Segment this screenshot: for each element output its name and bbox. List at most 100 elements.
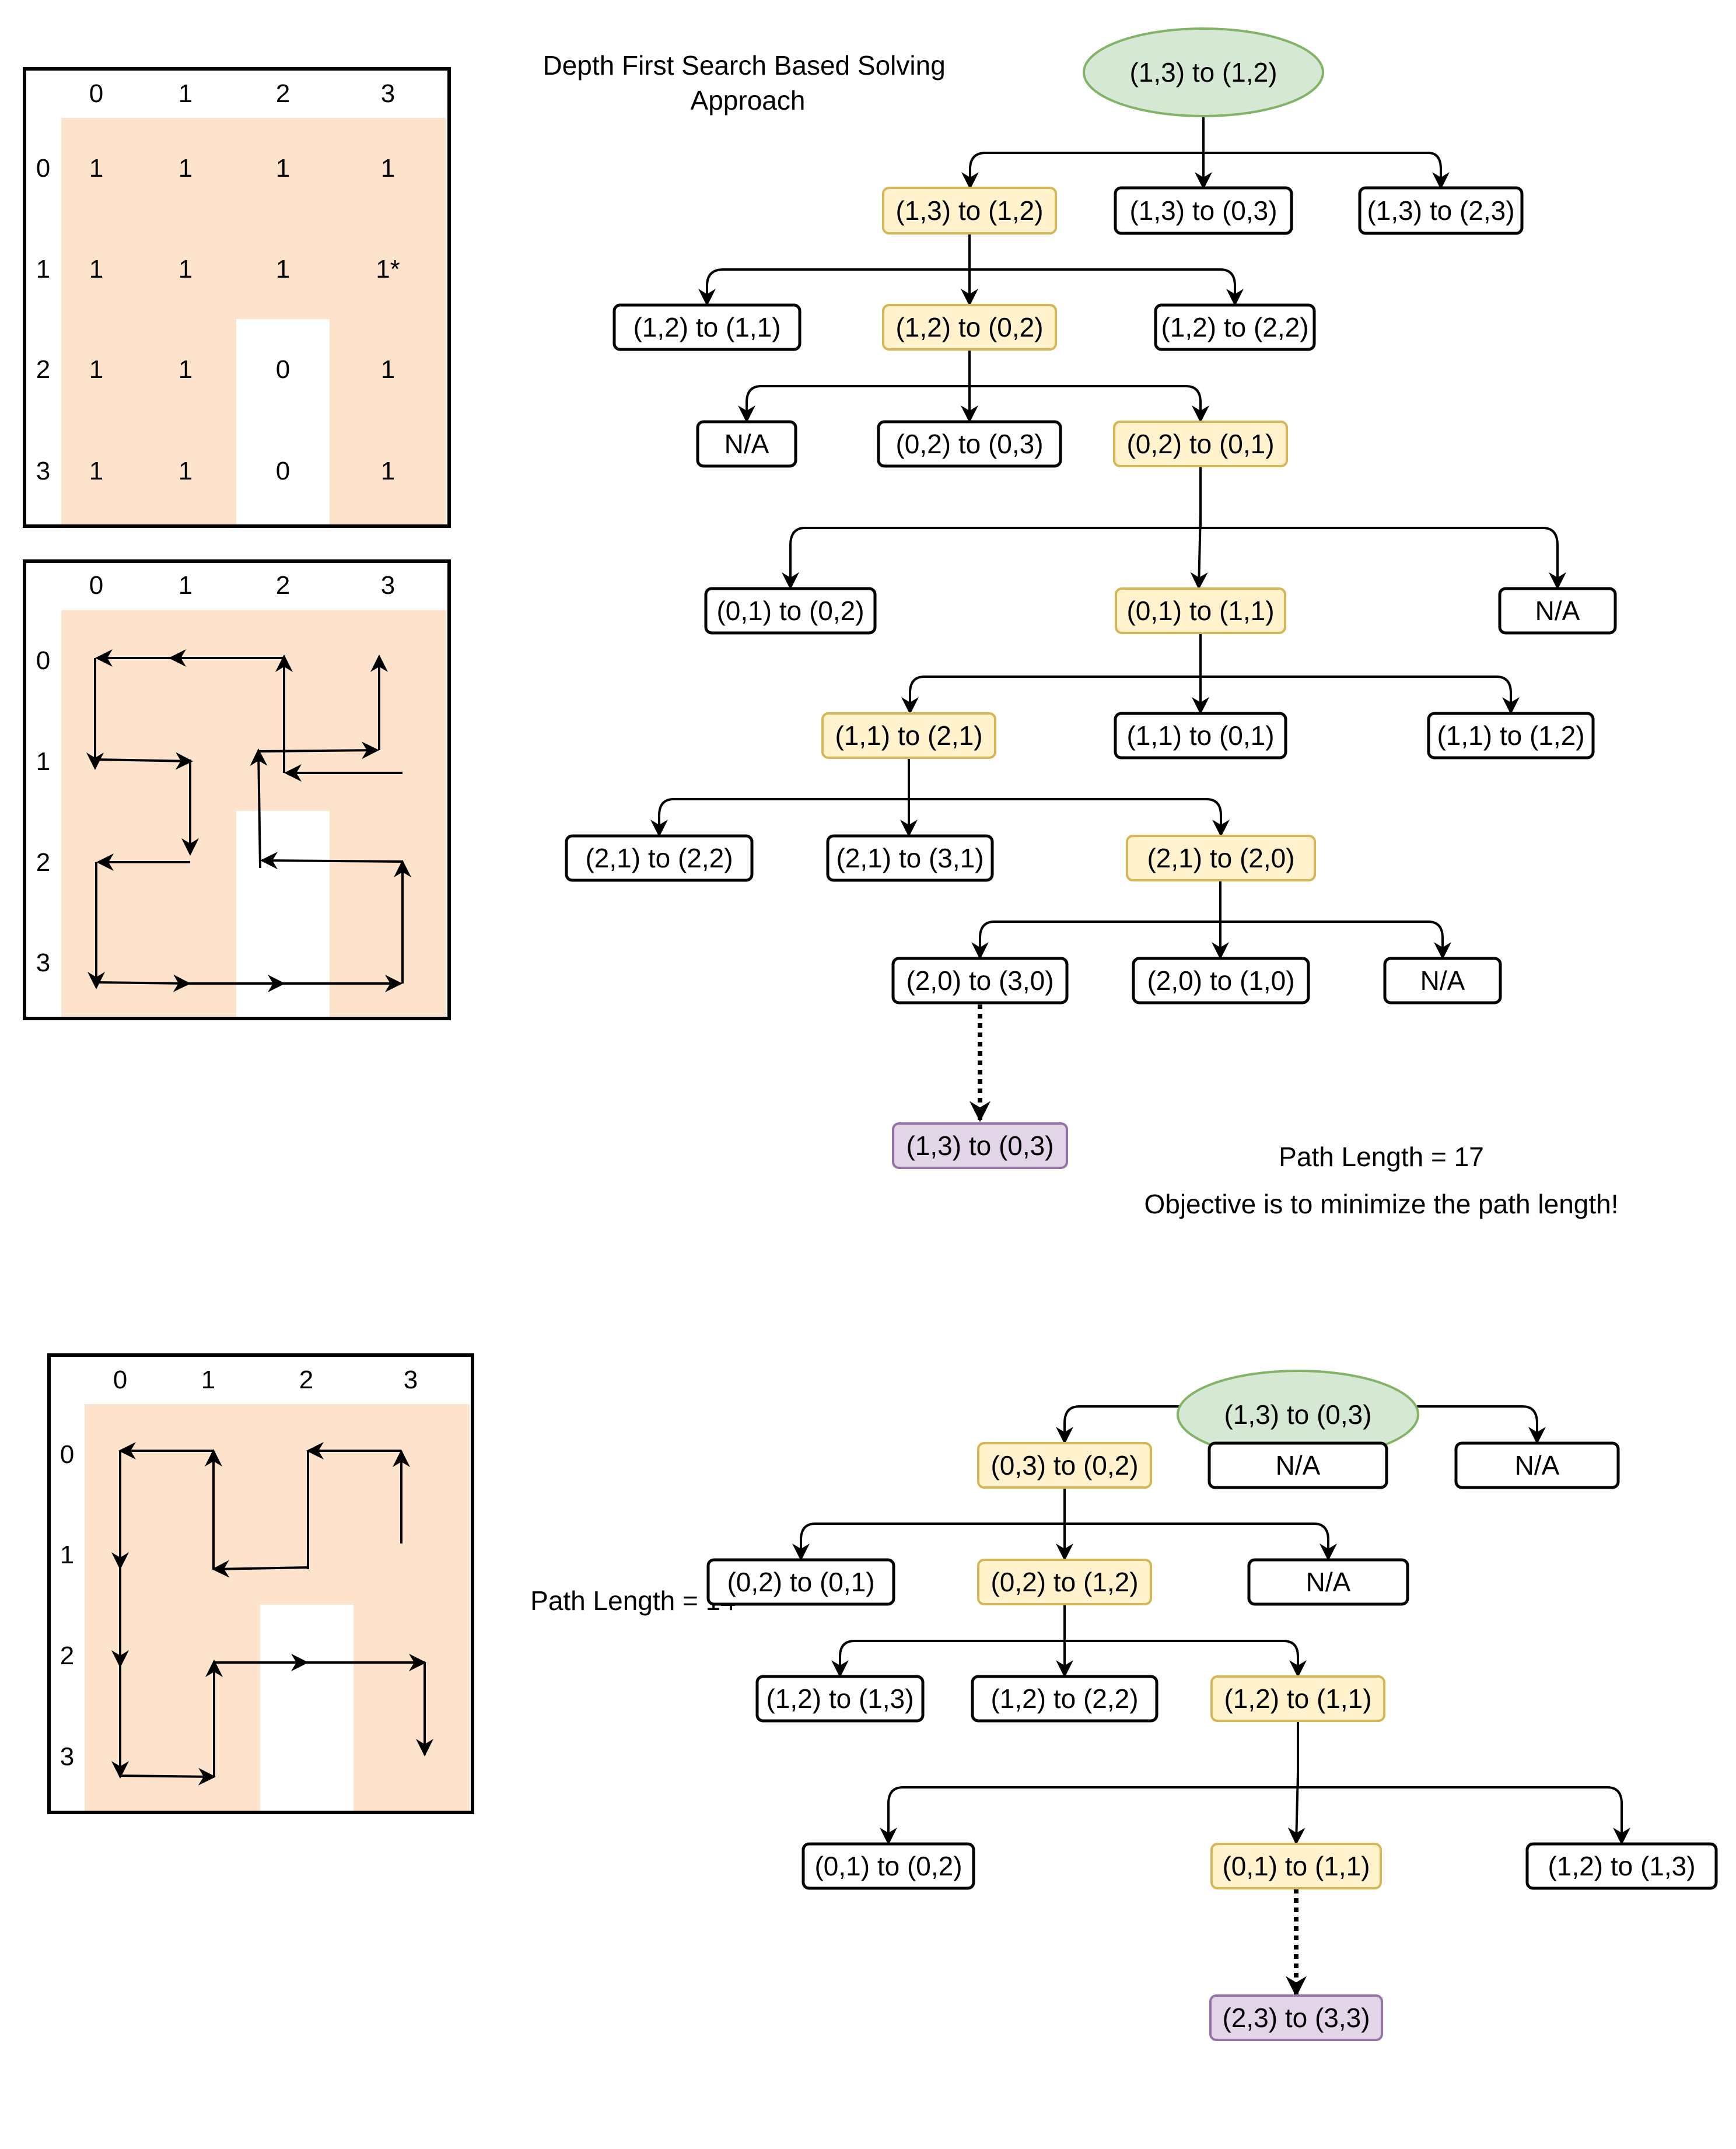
row-header: 1	[36, 255, 50, 284]
node-shape	[882, 187, 1057, 235]
tree-edges	[650, 117, 1566, 1122]
tree-edge	[1203, 152, 1450, 190]
tree-node: (1,2) to (2,2)	[971, 1675, 1158, 1723]
tree-path-node: (0,3) to (0,2)	[977, 1442, 1152, 1489]
node-label: (0,2) to (0,1)	[1126, 429, 1274, 459]
cell-value: 1	[178, 355, 192, 384]
tree-node: N/A	[696, 420, 797, 468]
tree-edge	[1200, 676, 1520, 715]
maze-grid-path-17: 0 1 2 3 0 1 2 3	[23, 559, 451, 1020]
maze-grid-path-14: 0 1 2 3 0 1 2 3	[47, 1353, 474, 1814]
row-header: 0	[36, 646, 50, 675]
node-label: (0,1) to (1,1)	[1222, 1851, 1370, 1881]
node-shape	[977, 1442, 1152, 1489]
row-header: 2	[36, 848, 50, 877]
tree-edge	[1298, 1405, 1546, 1444]
wall-cell	[236, 319, 330, 524]
node-label: (2,0) to (1,0)	[1147, 965, 1294, 996]
node-label: (1,2) to (1,3)	[1548, 1851, 1695, 1881]
node-shape	[706, 1558, 895, 1606]
node-label: (1,2) to (2,2)	[991, 1684, 1138, 1714]
path-arrow	[212, 1560, 309, 1578]
cell-value: 1	[178, 457, 192, 485]
tree-edge	[970, 268, 1244, 306]
tree-edge	[1220, 921, 1451, 960]
path-length-14: Path Length = 14	[530, 1586, 736, 1616]
tree-edge	[650, 758, 910, 837]
tree-node: (0,1) to (0,2)	[704, 587, 877, 635]
node-label: (1,2) to (0,2)	[895, 312, 1043, 342]
col-header: 1	[178, 79, 192, 108]
tree-node: (1,2) to (1,3)	[755, 1675, 925, 1723]
node-shape	[1115, 587, 1286, 634]
objective-note: Objective is to minimize the path length…	[1144, 1189, 1618, 1219]
grid-frame	[23, 67, 451, 528]
node-label: N/A	[1306, 1567, 1351, 1597]
cell-value: 1*	[376, 255, 400, 284]
tree-node: (1,2) to (1,3)	[1525, 1842, 1718, 1890]
row-header: 3	[60, 1742, 74, 1771]
cell-values: 1 1 1 1 1 1 1 1* 1 1 0 1 1 1 0 1	[89, 154, 400, 485]
node-label: (1,1) to (2,1)	[835, 720, 982, 751]
path-length-17: Path Length = 17	[1279, 1142, 1484, 1172]
cell-value: 1	[381, 457, 395, 485]
maze-grid-values: 0 1 2 3 0 1 2 3 1 1 1 1 1 1 1 1* 1 1 0 1…	[23, 67, 451, 528]
node-label: (0,1) to (1,1)	[1126, 596, 1274, 626]
node-label: (1,3) to (0,3)	[1224, 1399, 1371, 1430]
node-shape	[802, 1842, 975, 1890]
tree-node: N/A	[1208, 1441, 1388, 1489]
node-label: (0,2) to (1,2)	[991, 1567, 1138, 1597]
tree-edge	[961, 117, 1205, 190]
tree-edge	[1065, 1522, 1337, 1561]
path-arrow	[250, 748, 268, 869]
node-label: N/A	[1535, 596, 1580, 626]
path-arrow	[96, 974, 191, 992]
node-shape	[1114, 186, 1293, 235]
node-label: (1,3) to (1,2)	[895, 195, 1043, 226]
node-shape	[565, 834, 754, 882]
tree-edge	[738, 350, 971, 423]
tree-node: N/A	[1247, 1558, 1409, 1606]
cell-value: 1	[89, 355, 103, 384]
search-tree-1: (1,3) to (1,2) (1,3) to (1,2) (1,3) to (0,…	[565, 27, 1617, 1169]
tree-edge	[1298, 1786, 1630, 1845]
node-label: (1,2) to (1,1)	[1224, 1684, 1371, 1714]
cell-value: 0	[276, 457, 290, 485]
tree-edge	[831, 1604, 1066, 1678]
cell-value: 1	[178, 154, 192, 183]
cell-value: 1	[178, 255, 192, 284]
tree-edge	[1065, 1640, 1307, 1678]
node-label: N/A	[1420, 965, 1465, 996]
node-label: N/A	[724, 429, 769, 459]
node-shape	[1454, 1441, 1620, 1489]
tree-edge	[1056, 1371, 1299, 1444]
node-shape	[1154, 303, 1316, 351]
tree-node: (2,1) to (3,1)	[826, 834, 994, 882]
column-headers: 0 1 2 3	[89, 571, 395, 600]
node-label: (1,3) to (1,2)	[1129, 57, 1277, 88]
col-header: 2	[276, 571, 290, 600]
tree-edge	[1190, 513, 1208, 590]
node-shape	[1210, 1843, 1382, 1889]
tree-edge	[909, 798, 1230, 837]
node-shape	[1113, 421, 1288, 467]
tree-goal-node: (1,3) to (0,3)	[892, 1122, 1068, 1169]
node-shape	[612, 303, 802, 351]
node-shape	[1114, 712, 1287, 760]
node-shape	[892, 1122, 1068, 1169]
node-label: (1,2) to (1,1)	[633, 312, 780, 342]
node-label: (1,3) to (0,3)	[1129, 195, 1277, 226]
tree-path-node: (1,1) to (2,1)	[821, 712, 996, 759]
row-headers: 0 1 2 3	[60, 1440, 74, 1771]
row-header: 3	[36, 949, 50, 977]
node-label: (2,1) to (2,0)	[1147, 843, 1294, 873]
col-header: 1	[201, 1366, 215, 1394]
node-label: (0,1) to (0,2)	[716, 596, 864, 626]
tree-root-node: (1,3) to (1,2)	[1083, 27, 1324, 117]
tree-node: N/A	[1454, 1441, 1620, 1489]
node-shape	[977, 1559, 1152, 1605]
tree-edge	[782, 467, 1202, 590]
path-arrow	[120, 1768, 216, 1786]
wall-cell	[260, 1605, 354, 1811]
node-shape	[882, 304, 1057, 351]
